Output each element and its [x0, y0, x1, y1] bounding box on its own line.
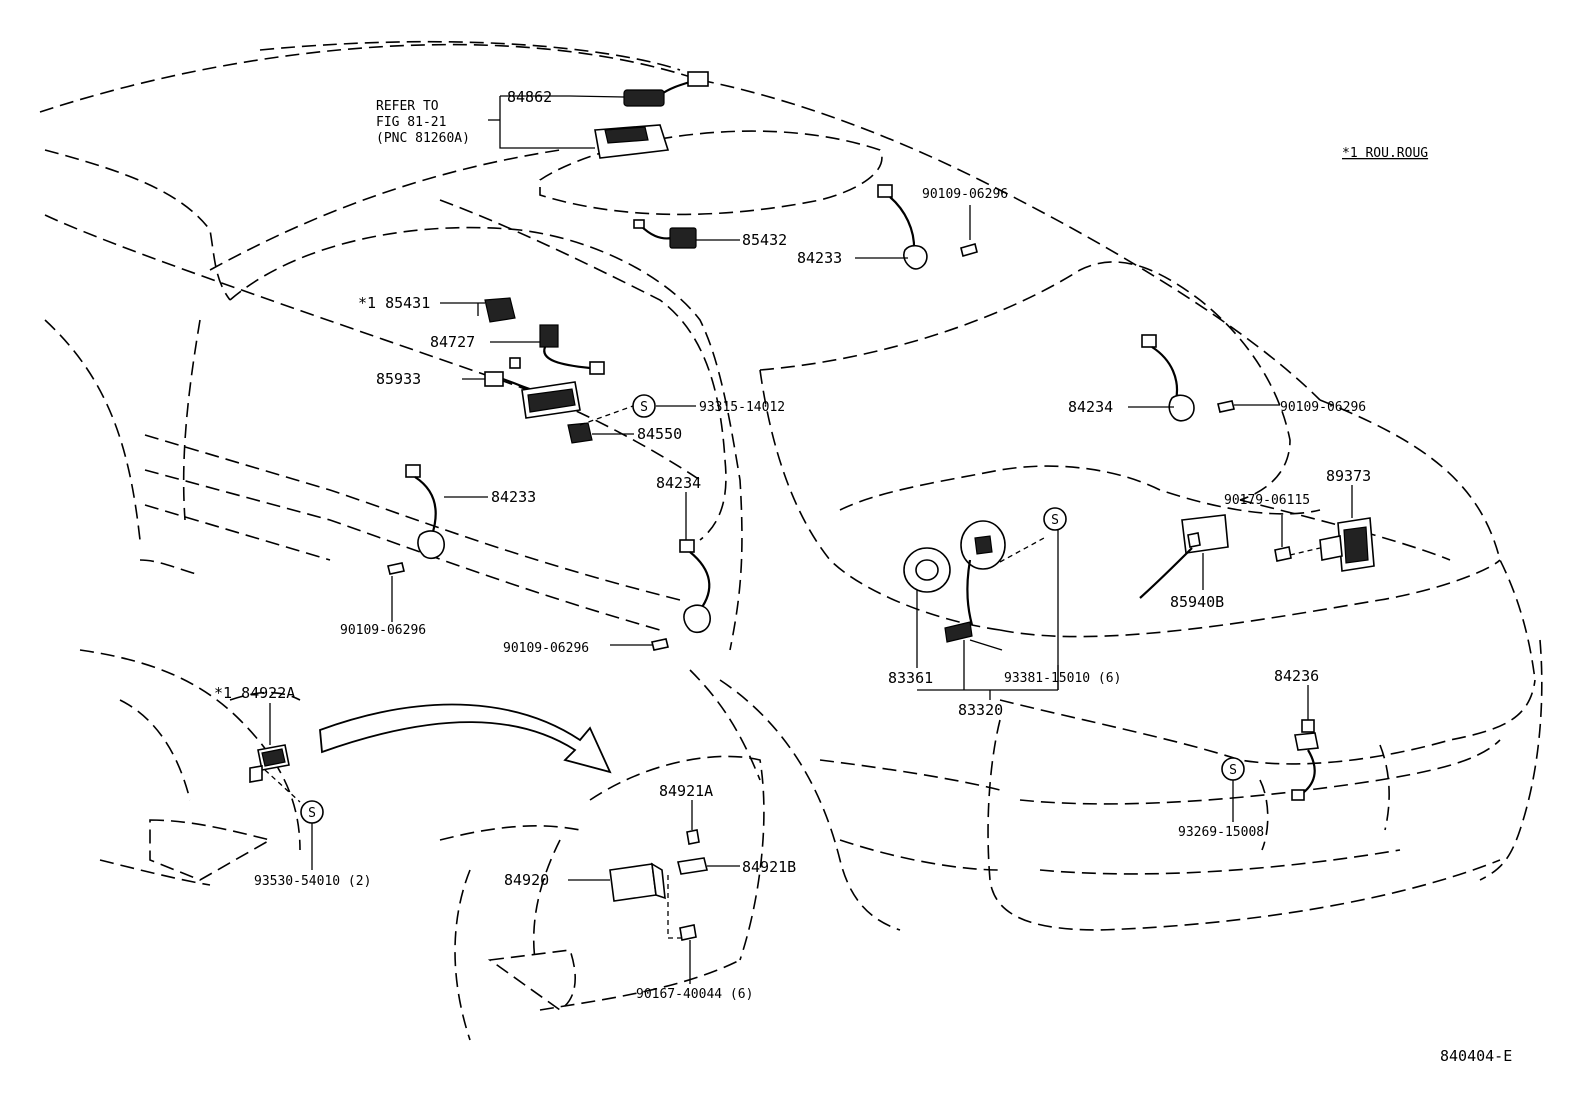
label-89373: 89373 [1326, 467, 1371, 485]
part-84234-sensor-middle [651, 539, 711, 651]
label-90109-b: 90109-06296 [1280, 400, 1366, 415]
label-84234-b: 84234 [1068, 398, 1113, 416]
s-mark-1: S [640, 400, 648, 415]
s-marks: S S S S [300, 394, 1245, 824]
label-84921b: 84921B [742, 858, 796, 876]
leader-lines [264, 95, 1353, 984]
label-85432: 85432 [742, 231, 787, 249]
part-84921a-clip [686, 829, 700, 845]
label-84862: 84862 [507, 88, 552, 106]
label-90109-c: 90109-06296 [340, 623, 426, 638]
label-90179: 90179-06115 [1224, 493, 1310, 508]
label-84234-a: 84234 [656, 474, 701, 492]
figure-code: 840404-E [1440, 1047, 1512, 1065]
label-83361: 83361 [888, 669, 933, 687]
label-84920: 84920 [504, 871, 549, 889]
part-labels: 84862 85432 90109-06296 84233 *1 85431 8… [214, 88, 1371, 1002]
part-85431-switch [484, 297, 516, 323]
s-mark-3: S [308, 806, 316, 821]
label-83320: 83320 [958, 701, 1003, 719]
label-85940b: 85940B [1170, 593, 1224, 611]
s-mark-4: S [1229, 763, 1237, 778]
part-room-lamp [594, 124, 670, 159]
label-84236: 84236 [1274, 667, 1319, 685]
label-93530: 93530-54010 (2) [254, 874, 371, 889]
part-90167-screw [679, 924, 697, 941]
label-84922a: *1 84922A [214, 684, 295, 702]
part-84234-sensor-right [1141, 334, 1235, 422]
part-84920-sensor [609, 862, 666, 902]
part-84921b-clip [677, 857, 708, 875]
vehicle-outline [39, 40, 1543, 1041]
label-84233-a: 84233 [797, 249, 842, 267]
refer-note-line-3: (PNC 81260A) [376, 131, 470, 146]
part-89373-module [1274, 517, 1375, 572]
part-84233-sensor-top [877, 184, 978, 270]
part-84862-connector [623, 71, 709, 107]
label-85933: 85933 [376, 370, 421, 388]
label-84921a: 84921A [659, 782, 713, 800]
part-84550-switch [567, 422, 593, 444]
label-90109-a: 90109-06296 [922, 187, 1008, 202]
part-85432-switch [633, 219, 697, 249]
label-85431: *1 85431 [358, 294, 430, 312]
part-83320-sender [944, 520, 1006, 643]
variant-note: *1 ROU.ROUG [1342, 146, 1428, 161]
label-84727: 84727 [430, 333, 475, 351]
refer-note-line-1: REFER TO [376, 99, 439, 114]
part-84922a-sensor [249, 744, 290, 783]
label-90167: 90167-40044 (6) [636, 987, 753, 1002]
part-84236-sensor-rear [1291, 719, 1319, 801]
refer-note-line-2: FIG 81-21 [376, 115, 446, 130]
transfer-arrow [319, 703, 612, 774]
label-93315: 93315-14012 [699, 400, 785, 415]
part-83361-gasket [903, 547, 951, 593]
part-84233-sensor-left [387, 464, 445, 575]
s-mark-2: S [1051, 513, 1059, 528]
label-90109-d: 90109-06296 [503, 641, 589, 656]
label-93381: 93381-15010 (6) [1004, 671, 1121, 686]
part-85940b-relay [1139, 514, 1229, 599]
part-85933-harness [484, 324, 605, 419]
notes: REFER TO FIG 81-21 (PNC 81260A) *1 ROU.R… [376, 99, 1512, 1065]
label-93269: 93269-15008 [1178, 825, 1264, 840]
label-84233-b: 84233 [491, 488, 536, 506]
label-84550: 84550 [637, 425, 682, 443]
